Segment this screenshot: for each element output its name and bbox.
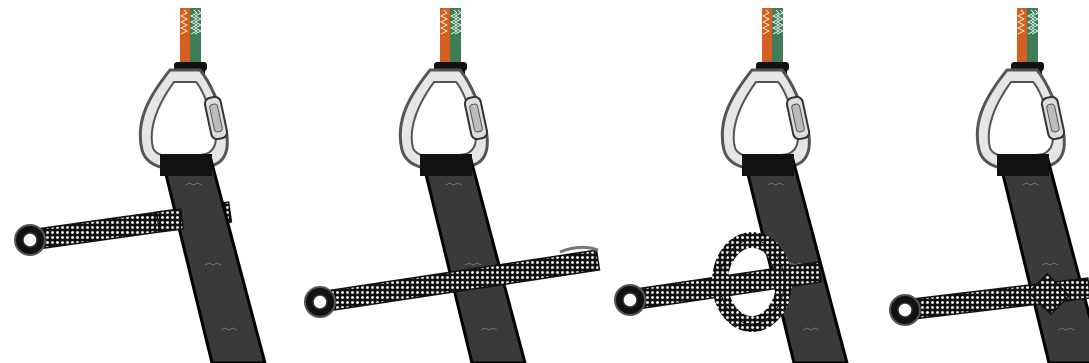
strap-grommet-hole [897, 302, 913, 318]
webbing-stitch-mark [1041, 262, 1059, 266]
sling-stitching [450, 9, 458, 35]
strap-grommet-hole [622, 292, 638, 308]
sling-stitching [1027, 9, 1035, 35]
sling-stitching [1017, 9, 1025, 35]
step-panel-3 [614, 8, 849, 363]
carabiner-lock-window [469, 103, 483, 133]
webbing-stitch-mark [204, 262, 222, 266]
sling-stitching [454, 9, 462, 35]
webbing-stitch-mark [1057, 327, 1075, 331]
webbing-stitch-mark [185, 182, 202, 186]
dotted-strap-wrap [155, 208, 185, 233]
webbing-bar-tack [997, 154, 1049, 176]
sling-stitching [1031, 9, 1039, 35]
step-panel-1 [14, 8, 267, 363]
webbing-stitch-mark [767, 182, 784, 186]
dotted-strap-loop-edge [719, 239, 785, 325]
sling-stitching [762, 9, 770, 35]
webbing-stitch-mark [802, 327, 820, 331]
sling-orange-section [762, 8, 772, 66]
webbing-stitch-mark [1022, 182, 1039, 186]
carabiner-lock-window [209, 103, 223, 133]
carabiner-lock-window [791, 103, 805, 133]
sling-stitching [180, 9, 188, 35]
step-panel-2 [304, 8, 601, 363]
sling-orange-section [1017, 8, 1027, 66]
strap-end-fold [559, 245, 599, 254]
webbing-stitch-mark [464, 262, 482, 266]
webbing-bar-tack [160, 154, 212, 176]
webbing-strap [420, 154, 527, 363]
webbing-strap [997, 154, 1089, 363]
strap-grommet-hole [22, 232, 38, 248]
sling-green-section [1027, 8, 1038, 66]
sling-green-section [772, 8, 783, 66]
webbing-stitch-mark [445, 182, 462, 186]
webbing-strap [160, 154, 267, 363]
sling-stitching [776, 9, 784, 35]
webbing-stitch-mark [480, 327, 498, 331]
sling-stitching [772, 9, 780, 35]
webbing-bar-tack [420, 154, 472, 176]
sling-stitching [194, 9, 202, 35]
webbing-stitch-mark [220, 327, 238, 331]
sling-green-section [450, 8, 461, 66]
carabiner-lock-window [1046, 103, 1060, 133]
dotted-strap-knot [1027, 272, 1071, 316]
step-panel-4 [889, 8, 1089, 363]
webbing-bar-tack [742, 154, 794, 176]
sling-green-section [190, 8, 201, 66]
sling-orange-section [440, 8, 450, 66]
sling-stitching [190, 9, 198, 35]
webbing-strap [742, 154, 849, 363]
strap-grommet-hole [312, 294, 328, 310]
sling-orange-section [180, 8, 190, 66]
sling-stitching [440, 9, 448, 35]
